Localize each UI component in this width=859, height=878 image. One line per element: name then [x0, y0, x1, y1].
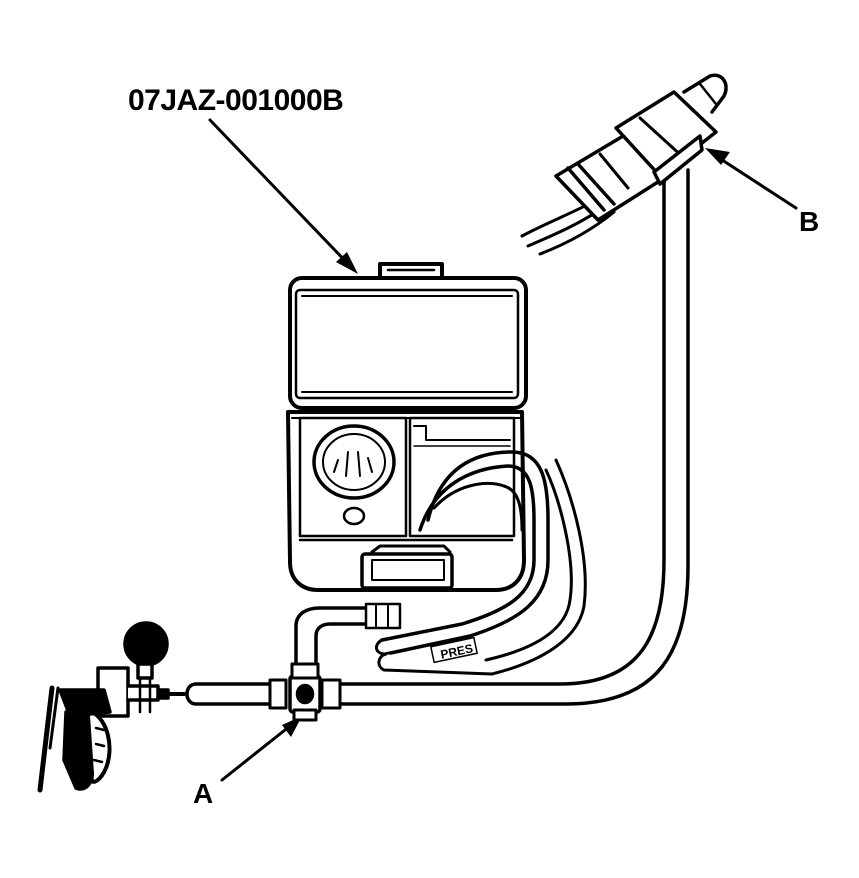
callout-b-leader: [705, 148, 798, 210]
long-hose: [338, 168, 690, 706]
callout-a-label: A: [193, 778, 214, 809]
part-number-label: 07JAZ-001000B: [128, 84, 344, 117]
part-number-leader: [208, 118, 358, 274]
callout-b-label: B: [799, 206, 820, 237]
connector-b: [520, 73, 728, 256]
tester-case: [286, 262, 528, 592]
hand-pump: [37, 621, 186, 793]
case-hoses: [294, 450, 587, 676]
callout-a-leader: [220, 716, 302, 782]
t-fitting-a: [185, 662, 342, 722]
